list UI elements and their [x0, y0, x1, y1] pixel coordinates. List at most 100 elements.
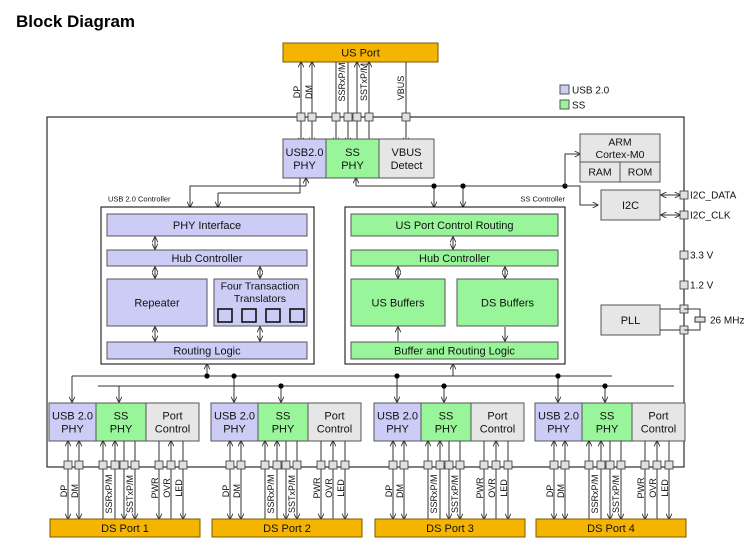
ds1-port-control — [145, 402, 200, 442]
ss-hub-controller — [350, 249, 559, 267]
ds-port-pin — [560, 460, 570, 470]
ds3-usb-phy — [373, 402, 422, 442]
i2c-block — [600, 189, 661, 221]
ds-signal-pwr: PWR — [475, 477, 485, 498]
pin-1v2: 1.2 V — [690, 281, 714, 292]
ds-port-pin — [328, 460, 338, 470]
ds-port-4-label: DS Port 4 — [587, 523, 635, 535]
us-signal-dm: DM — [304, 85, 314, 99]
page-title: Block Diagram — [16, 12, 136, 31]
ds-port-pin — [236, 460, 246, 470]
ds-port-pin — [616, 460, 626, 470]
i2c-wire — [565, 185, 598, 205]
ss-us-buffers — [350, 278, 446, 327]
ss-buffer-routing — [350, 341, 559, 360]
rom-block — [619, 161, 661, 183]
ds-signal-led: LED — [174, 479, 184, 497]
ds-signal-ovr: OVR — [487, 478, 497, 498]
vbus-detect — [378, 138, 435, 179]
tt-buffer-square — [217, 308, 233, 323]
us-signal-sstx: SSTxP/M — [359, 63, 369, 101]
ds4-ss-phy — [581, 402, 633, 442]
ds-port-pin — [292, 460, 302, 470]
usb-phy-interface-label: PHY Interface — [173, 220, 241, 232]
ds-port-pin — [444, 460, 454, 470]
ss-controller-label: SS Controller — [520, 195, 565, 204]
ds-port-pin — [652, 460, 662, 470]
ds-port-pin — [423, 460, 433, 470]
ds-signal-ovr: OVR — [324, 478, 334, 498]
us-port-pin — [352, 112, 362, 122]
ds-signal-sstx: SSTxP/M — [611, 475, 621, 513]
ds-port-4 — [535, 518, 687, 538]
pin-3v3: 3.3 V — [690, 251, 714, 262]
usb-hub-controller — [106, 249, 308, 267]
ds2-usb-phy — [210, 402, 259, 442]
usb-routing-logic — [106, 341, 308, 360]
ds-port-pin — [316, 460, 326, 470]
ds-port-pin — [503, 460, 513, 470]
ss-hub-controller-label: Hub Controller — [419, 253, 490, 265]
ram-block-label: RAM — [588, 167, 611, 179]
ds-signal-ssrx: SSRxP/M — [104, 474, 114, 513]
junction-dot — [460, 183, 466, 189]
junction-dot — [441, 383, 447, 389]
ds-port-pin — [260, 460, 270, 470]
us-port — [282, 42, 439, 63]
ds-port-pin — [119, 460, 129, 470]
ds1-ss-phy — [95, 402, 147, 442]
ds-signal-led: LED — [499, 479, 509, 497]
junction-dot — [555, 373, 561, 379]
vdd33-pin — [679, 250, 689, 260]
pin-26mhz: 26 MHz — [710, 316, 744, 327]
junction-dot — [602, 383, 608, 389]
ds-signal-led: LED — [660, 479, 670, 497]
ds-port-pin — [596, 460, 606, 470]
pin-i2c-clk: I2C_CLK — [690, 211, 731, 222]
ds2-ss-phy — [257, 402, 309, 442]
tt-buffer-square — [241, 308, 257, 323]
us-signal-vbus: VBUS — [396, 76, 406, 101]
legend-ss-swatch — [559, 99, 570, 110]
ds-port-pin — [584, 460, 594, 470]
ds-signal-pwr: PWR — [312, 477, 322, 498]
ss-us-port-control-label: US Port Control Routing — [396, 220, 514, 232]
usb-hub-controller-label: Hub Controller — [172, 253, 243, 265]
ds-port-pin — [225, 460, 235, 470]
ds-port-pin — [98, 460, 108, 470]
pin-i2c-data: I2C_DATA — [690, 191, 737, 202]
ds-port-pin — [340, 460, 350, 470]
arm-wire — [564, 154, 580, 186]
us-signal-ssrx: SSRxP/M — [337, 62, 347, 101]
usb-repeater-label: Repeater — [134, 297, 180, 309]
us-port-label: US Port — [341, 47, 380, 59]
us-ss-phy — [325, 138, 380, 179]
usb-routing-logic-label: Routing Logic — [173, 345, 241, 357]
usb-bus-wire — [190, 185, 306, 207]
ds-port-2 — [211, 518, 363, 538]
usb-tt-block — [213, 278, 308, 327]
ds-port-pin — [154, 460, 164, 470]
ds-port-1 — [49, 518, 201, 538]
ds-port-pin — [388, 460, 398, 470]
ds-signal-dm: DM — [232, 484, 242, 498]
ds-signal-ovr: OVR — [162, 478, 172, 498]
ss-ds-buffers-label: DS Buffers — [481, 297, 534, 309]
i2c-block-label: I2C — [622, 200, 639, 212]
ds-port-pin — [110, 460, 120, 470]
ds-port-pin — [63, 460, 73, 470]
